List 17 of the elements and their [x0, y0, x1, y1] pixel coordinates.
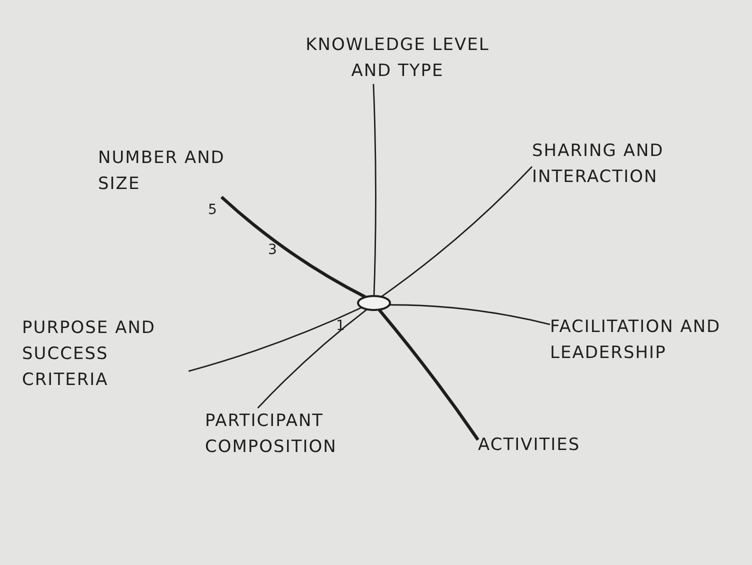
spoke-line — [188, 306, 362, 372]
category-label: FACILITATION AND LEADERSHIP — [550, 314, 745, 366]
category-label: KNOWLEDGE LEVEL AND TYPE — [305, 32, 490, 84]
spoke-line — [220, 196, 366, 298]
category-label: SHARING AND INTERACTION — [532, 138, 727, 190]
category-label: ACTIVITIES — [478, 432, 618, 458]
category-label: PARTICIPANT COMPOSITION — [205, 408, 370, 460]
spoke-line — [372, 84, 376, 296]
category-label: PURPOSE AND SUCCESS CRITERIA — [22, 315, 192, 393]
hub-ellipse — [356, 294, 392, 312]
spoke-line — [378, 308, 480, 441]
scale-number: 3 — [268, 242, 277, 258]
spoke-line — [389, 304, 550, 326]
spoke-line — [380, 166, 532, 298]
scale-number: 5 — [208, 202, 217, 218]
spoke-line — [257, 308, 368, 408]
category-label: NUMBER AND SIZE — [98, 145, 228, 197]
